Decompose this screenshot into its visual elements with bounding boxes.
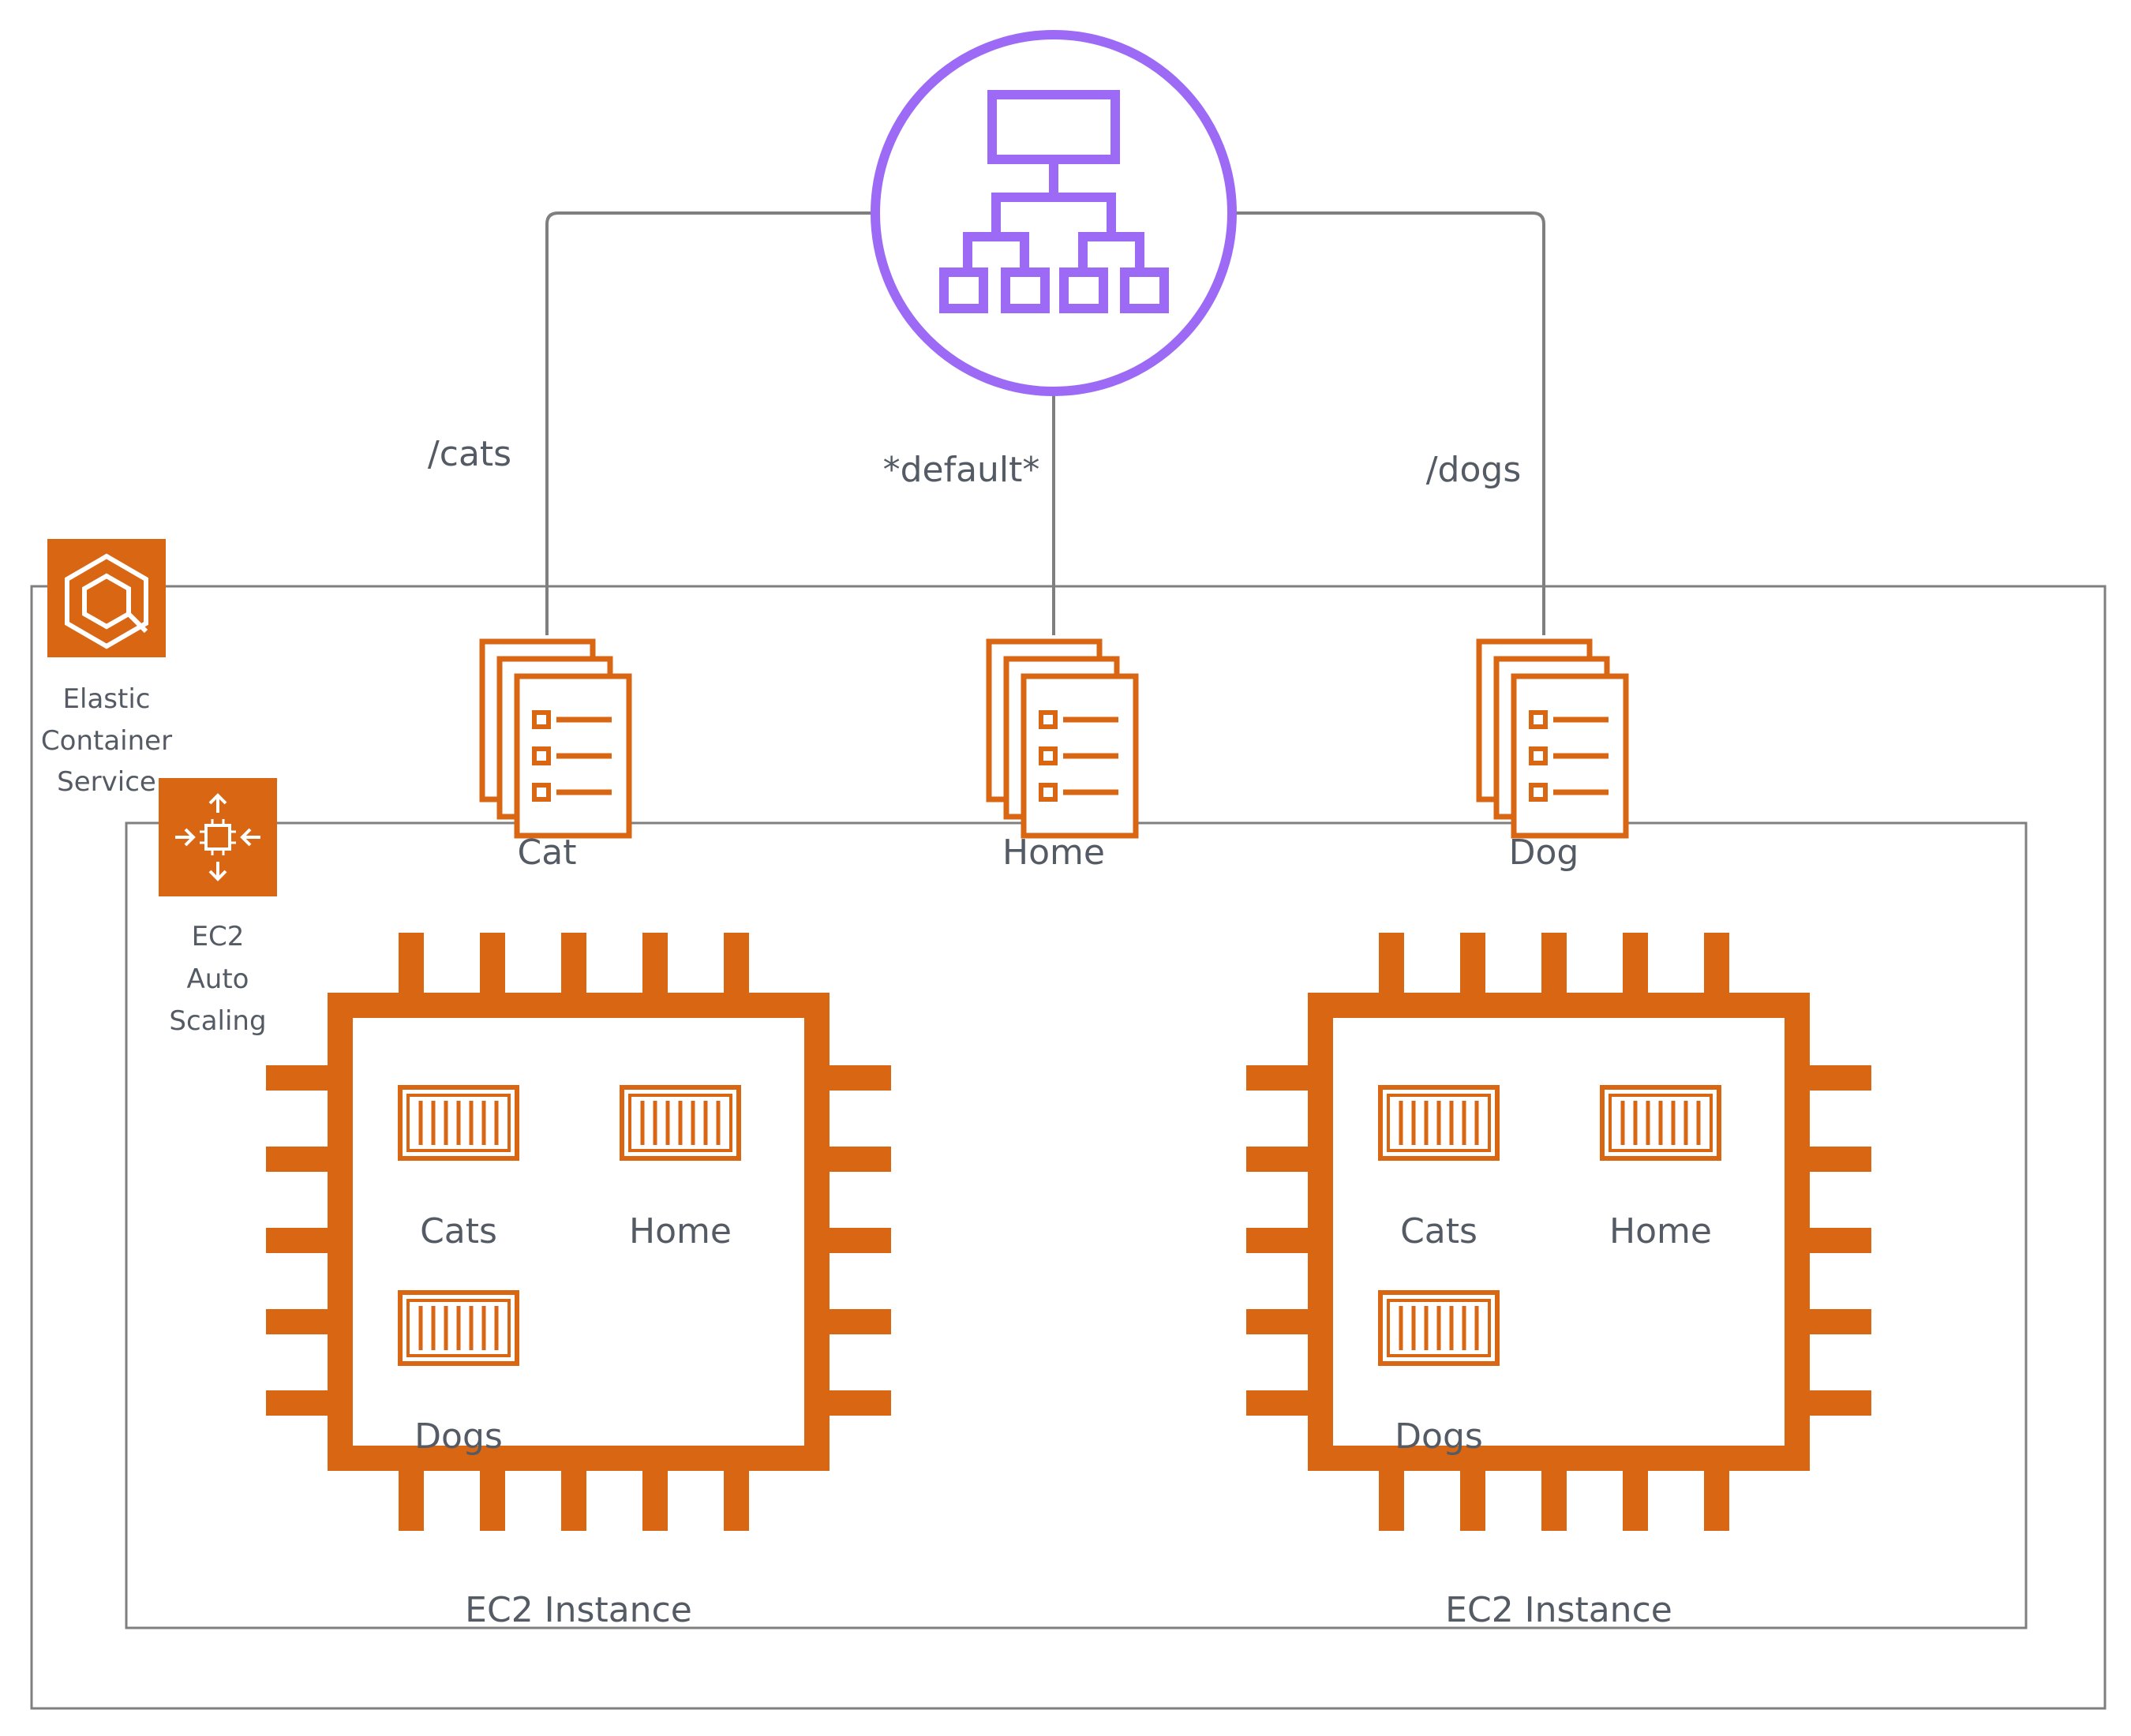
autoscaling-label-line-1: EC2 [192, 921, 245, 952]
container-icon [622, 1087, 739, 1158]
route-label-dogs: /dogs [1426, 450, 1522, 490]
container-icon [1380, 1087, 1497, 1158]
container-icon [1380, 1293, 1497, 1364]
service-label-cat: Cat [518, 832, 577, 873]
elastic-container-service-icon[interactable] [47, 539, 166, 657]
ec2-instance-2[interactable]: Cats Home Dogs EC2 Instance [1246, 933, 1871, 1630]
ec2-instance-chip-icon [266, 933, 891, 1531]
container-label: Home [629, 1211, 732, 1251]
service-task-definition-icon [1479, 642, 1626, 836]
instance-label: EC2 Instance [465, 1590, 692, 1630]
ecs-cluster-boundary [30, 585, 2107, 1710]
container-label: Cats [1400, 1211, 1477, 1251]
ec2-instance-chip-icon [1246, 933, 1871, 1531]
service-cat[interactable]: Cat [482, 642, 629, 873]
route-label-cats: /cats [428, 434, 511, 474]
service-label-home: Home [1002, 832, 1105, 873]
service-task-definition-icon [482, 642, 629, 836]
container-label: Cats [420, 1211, 497, 1251]
autoscaling-label-line-2: Auto [187, 963, 249, 995]
connector-cats [545, 211, 872, 635]
container-label: Home [1609, 1211, 1712, 1251]
service-task-definition-icon [989, 642, 1136, 836]
container-icon [1602, 1087, 1719, 1158]
connector-dogs [1235, 211, 1545, 635]
service-label-dog: Dog [1509, 832, 1579, 873]
container-label: Dogs [414, 1416, 503, 1457]
autoscaling-label-line-3: Scaling [169, 1005, 266, 1037]
ecs-label-line-2: Container [41, 725, 172, 757]
container-icon [400, 1087, 517, 1158]
service-dog[interactable]: Dog [1479, 642, 1626, 873]
ec2-auto-scaling-icon[interactable] [159, 778, 277, 896]
route-label-default: *default* [883, 450, 1040, 490]
container-icon [400, 1293, 517, 1364]
ecs-label-line-3: Service [57, 766, 156, 798]
instance-label: EC2 Instance [1445, 1590, 1672, 1630]
application-load-balancer-icon[interactable] [871, 30, 1237, 396]
container-label: Dogs [1395, 1416, 1483, 1457]
ec2-instance-1[interactable]: Cats Home Dogs EC2 Instance [266, 933, 891, 1630]
service-home[interactable]: Home [989, 642, 1136, 873]
ecs-label-line-1: Elastic [63, 683, 151, 715]
